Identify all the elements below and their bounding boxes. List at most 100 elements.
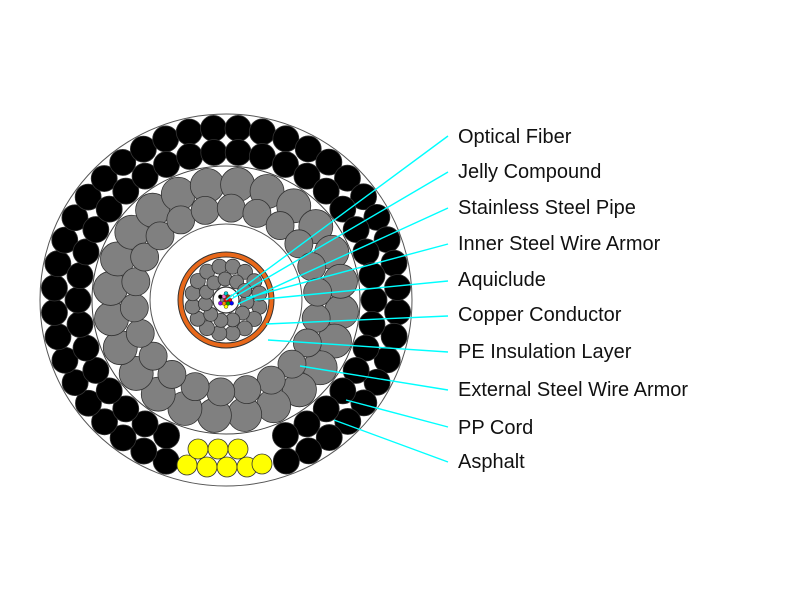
label-aquiclude: Aquiclude [458, 269, 546, 291]
leader-line [345, 399, 449, 428]
leader-line [245, 243, 449, 299]
outer-armor-wire [176, 143, 204, 170]
label-copper-conductor: Copper Conductor [458, 304, 622, 326]
asphalt-wire [196, 456, 218, 478]
outer-armor-wire [51, 226, 79, 254]
outer-armor-wire [224, 115, 252, 142]
outer-armor-wire [363, 368, 391, 396]
inner-steel-wire [237, 263, 253, 280]
asphalt-wire [216, 456, 238, 478]
external-steel-wire [121, 267, 151, 297]
outer-armor-wire [95, 195, 123, 223]
outer-armor-wire [64, 286, 92, 314]
outer-armor-wire [295, 437, 323, 465]
outer-armor-wire [66, 310, 94, 338]
outer-armor-wire [153, 151, 180, 178]
optical-fiber [229, 301, 234, 306]
inner-steel-wire [184, 298, 201, 315]
outer-armor-wires [41, 115, 411, 475]
outer-armor-wire [272, 447, 300, 475]
outer-armor-wire [272, 151, 299, 178]
outer-armor-wire [200, 115, 227, 142]
external-steel-wire [216, 193, 246, 223]
outer-armor-wire [373, 346, 401, 374]
external-steel-wire [277, 349, 307, 379]
leader-line [333, 419, 449, 463]
outer-armor-wire [248, 118, 276, 146]
external-steel-wire [190, 195, 220, 225]
label-inner-steel-wire-armor: Inner Steel Wire Armor [458, 233, 661, 255]
outer-armor-wire [72, 334, 100, 362]
optical-fiber [223, 304, 229, 309]
outer-armor-wire [152, 125, 180, 153]
leader-lines [225, 135, 449, 463]
optical-fiber [218, 294, 223, 299]
external-steel-wire [232, 375, 262, 405]
external-steel-wire [180, 372, 210, 402]
outer-armor-wire [294, 135, 322, 163]
outer-armor-wire [130, 437, 158, 465]
external-steel-wire [130, 242, 160, 272]
asphalt-wires [176, 438, 273, 478]
external-steel-wire [242, 198, 272, 228]
label-stainless-steel-pipe: Stainless Steel Pipe [458, 197, 636, 219]
outer-armor-wire [109, 424, 137, 452]
outer-armor-wire [315, 148, 343, 176]
external-steel-wire [145, 221, 175, 251]
cable-cross-section [39, 113, 413, 487]
external-steel-wire [301, 303, 331, 333]
label-optical-fiber: Optical Fiber [458, 126, 572, 148]
external-steel-wire [138, 341, 168, 371]
asphalt-wire [207, 438, 229, 460]
leader-line [254, 280, 449, 301]
outer-armor-wire [363, 203, 391, 231]
outer-armor-wire [131, 162, 159, 190]
outer-armor-wire [315, 424, 343, 451]
label-asphalt: Asphalt [458, 451, 525, 473]
label-pp-cord: PP Cord [458, 417, 533, 439]
external-steel-wire-armor [93, 167, 359, 433]
outer-armor-wire [41, 274, 68, 302]
leader-line [267, 339, 449, 353]
label-pe-insulation-layer: PE Insulation Layer [458, 341, 632, 363]
external-steel-wire [265, 211, 295, 240]
outer-armor-wire [82, 357, 110, 384]
outer-armor-wire [112, 395, 140, 423]
outer-armor-wire [129, 135, 157, 163]
external-steel-wire [157, 360, 187, 389]
external-steel-wire [119, 293, 149, 323]
leader-line [299, 365, 449, 391]
asphalt-wire [187, 438, 209, 460]
outer-armor-wire [41, 299, 68, 326]
label-external-steel-wire-armor: External Steel Wire Armor [458, 379, 688, 401]
external-steel-wire [303, 277, 333, 307]
external-steel-wire [166, 205, 196, 235]
outer-armor-wire [112, 177, 140, 205]
outer-armor-wire [342, 357, 370, 384]
outer-armor-wire [352, 238, 380, 266]
inner-steel-wire-armor [184, 258, 268, 342]
optical-fibers [218, 291, 234, 309]
outer-armor-wire [248, 143, 276, 170]
outer-armor-wire [82, 216, 110, 243]
outer-armor-wire [293, 162, 321, 190]
outer-armor-wire [175, 118, 203, 146]
outer-armor-wire [153, 422, 180, 449]
outer-armor-wire [90, 165, 118, 192]
inner-steel-wire [189, 273, 206, 289]
asphalt-wire [227, 438, 249, 460]
optical-fiber [223, 291, 229, 296]
outer-armor-wire [329, 377, 357, 405]
outer-armor-wire [224, 139, 252, 166]
outer-armor-wire [312, 395, 340, 423]
outer-armor-wire [358, 310, 386, 338]
leader-line [265, 315, 449, 325]
asphalt-wire [251, 453, 273, 475]
outer-armor-wire [72, 238, 100, 266]
leader-line [237, 207, 449, 305]
outer-armor-wire [200, 139, 228, 166]
outer-armor-wire [95, 377, 123, 405]
external-steel-wire [125, 318, 155, 348]
outer-armor-wire [74, 183, 102, 211]
outer-armor-wire [360, 286, 388, 314]
